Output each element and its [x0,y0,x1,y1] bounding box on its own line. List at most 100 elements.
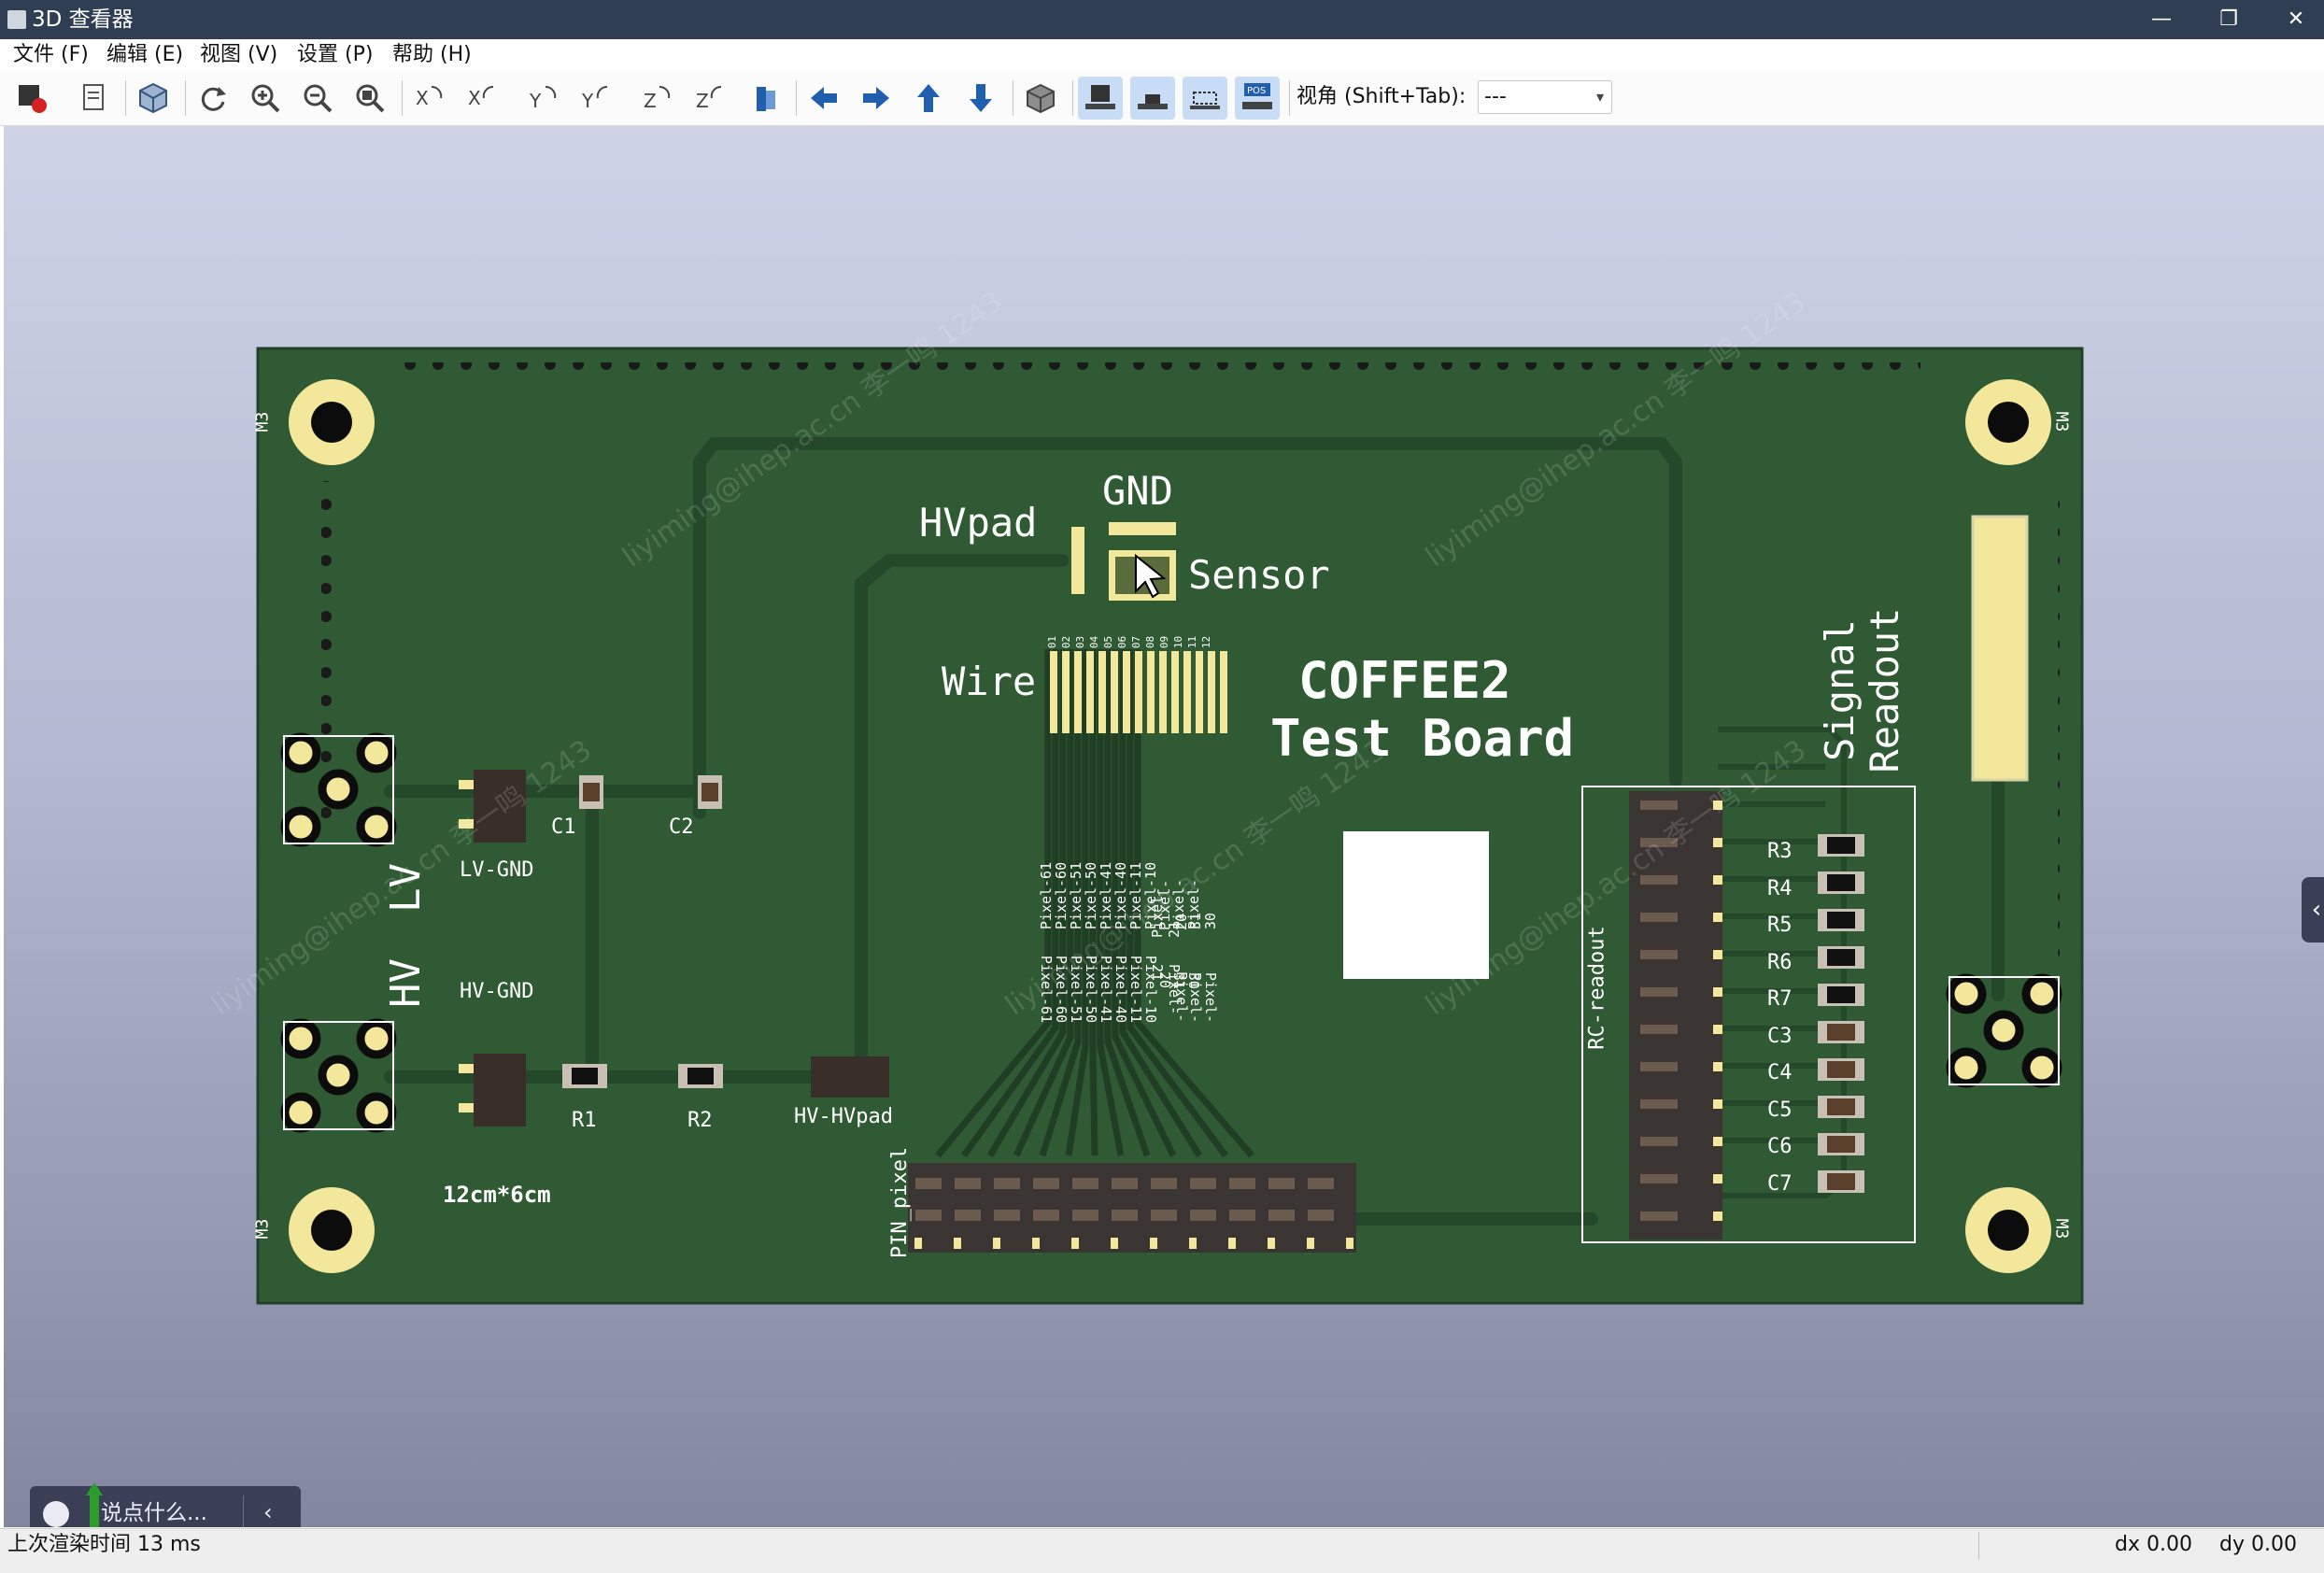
lv-gnd-label: LV-GND [460,858,534,882]
zoom-out-icon [304,84,333,113]
move-right-icon [863,87,889,109]
hvpad-label: HVpad [919,500,1038,546]
copy-image-button[interactable] [71,77,116,120]
signal-readout-line1: Signal [1817,619,1863,761]
show-not-in-pos-button[interactable]: POS [1235,77,1280,120]
show-smd-icon [1138,94,1168,109]
component-label: C4 [1767,1061,1793,1084]
component-label: C6 [1767,1135,1793,1158]
menu-settings[interactable]: 设置 (P) [297,43,374,66]
pin-number: 08 [1144,635,1157,649]
svg-text:Z: Z [644,90,657,112]
sensor-label: Sensor [1188,552,1330,598]
rotate-x-ccw-button[interactable]: X [460,77,504,120]
rotate-z-ccw-button[interactable]: Z [687,77,732,120]
svg-text:Z: Z [696,90,709,112]
app-icon [7,10,26,29]
flip-board-icon [757,87,775,111]
window-title: 3D 查看器 [32,7,134,32]
rotate-y-ccw-button[interactable]: Y [574,77,618,120]
side-panel-toggle[interactable]: ‹ [2302,877,2324,942]
pin-number: 11 [1186,635,1199,649]
comment-placeholder[interactable]: 说点什么... [101,1501,207,1525]
move-right-button[interactable] [854,77,899,120]
show-through-hole-icon [1085,85,1115,109]
mount-label-bl: M3 [252,1218,273,1240]
ortho-view-button[interactable] [1018,77,1063,120]
pin-number: 05 [1102,635,1115,649]
svg-text:Y: Y [581,90,594,112]
status-bar [0,1528,2324,1573]
3d-viewport[interactable]: HVpad GND Sensor Wire COFFEE2 Test Board… [4,126,2324,1527]
pin-number: 06 [1116,635,1129,649]
move-left-icon [811,87,837,109]
pin-number: 03 [1074,635,1087,649]
render-options-button[interactable] [131,77,176,120]
svg-text:POS: POS [1247,86,1266,96]
pin-pixel-header [908,1163,1356,1253]
move-left-button[interactable] [801,77,846,120]
ortho-view-icon [1027,83,1055,114]
rotate-x-cw-icon: X [416,85,443,109]
svg-text:Y: Y [529,90,542,112]
zoom-in-icon [251,84,280,113]
close-button[interactable]: ✕ [2287,7,2305,31]
component-label: R5 [1767,914,1793,937]
gnd-label: GND [1102,468,1173,514]
menu-file[interactable]: 文件 (F) [13,43,89,66]
hv-hvpad-label: HV-HVpad [794,1105,893,1128]
smiley-icon [43,1501,69,1527]
hv-gnd-label: HV-GND [460,980,534,1003]
restore-button[interactable]: ❐ [2219,7,2238,31]
zoom-out-button[interactable] [295,77,340,120]
zoom-fit-button[interactable] [347,77,392,120]
mount-label-tr: M3 [2051,411,2072,432]
view-angle-label: 视角 (Shift+Tab): [1297,85,1467,108]
component-label: R4 [1767,876,1793,900]
mount-label-tl: M3 [252,411,273,432]
pin-number: 09 [1158,635,1171,649]
menu-help[interactable]: 帮助 (H) [392,43,472,66]
rotate-y-cw-button[interactable]: Y [521,77,566,120]
reload-button[interactable] [191,77,235,120]
show-virtual-button[interactable] [1183,77,1227,120]
rc-readout-label: RC-readout [1585,926,1609,1050]
rotate-y-cw-icon: Y [529,85,557,112]
move-up-button[interactable] [906,77,951,120]
show-smd-button[interactable] [1130,77,1175,120]
menu-edit[interactable]: 编辑 (E) [106,43,184,66]
c2-label: C2 [669,815,694,839]
show-through-hole-button[interactable] [1078,77,1123,120]
pin-number: 12 [1200,635,1213,649]
render-raytrace-icon [19,85,47,113]
move-down-button[interactable] [958,77,1003,120]
mouse-cursor [1135,553,1167,599]
c1-label: C1 [551,815,576,839]
zoom-in-button[interactable] [243,77,288,120]
rotate-x-cw-button[interactable]: X [407,77,452,120]
signal-readout-pad [1971,515,2029,782]
component-label: R6 [1767,950,1793,974]
comment-box[interactable]: 说点什么... ‹ [30,1486,301,1527]
copy-image-icon [83,84,104,110]
collapse-icon[interactable]: ‹ [263,1499,273,1525]
r2-label: R2 [687,1109,713,1132]
show-not-in-pos-icon: POS [1242,83,1272,109]
component-label: R3 [1767,840,1793,863]
view-angle-select[interactable]: --- ▾ [1478,80,1612,114]
pin-pixel-label: PIN_pixel [888,1146,913,1259]
rc-readout-box [1581,786,1916,1243]
hv-label: HV [381,958,430,1008]
menu-view[interactable]: 视图 (V) [200,43,278,66]
label-area [1343,831,1489,979]
menu-bar: 文件 (F) 编辑 (E) 视图 (V) 设置 (P) 帮助 (H) [0,39,2324,71]
pin-number: 01 [1046,635,1059,649]
flip-board-button[interactable] [744,77,788,120]
pin-number: 10 [1172,635,1185,649]
mount-holes [289,379,2051,1273]
render-raytrace-button[interactable] [9,77,54,120]
svg-text:X: X [416,87,429,109]
rotate-z-cw-button[interactable]: Z [635,77,680,120]
minimize-button[interactable]: — [2151,7,2172,31]
move-up-icon [917,84,940,112]
